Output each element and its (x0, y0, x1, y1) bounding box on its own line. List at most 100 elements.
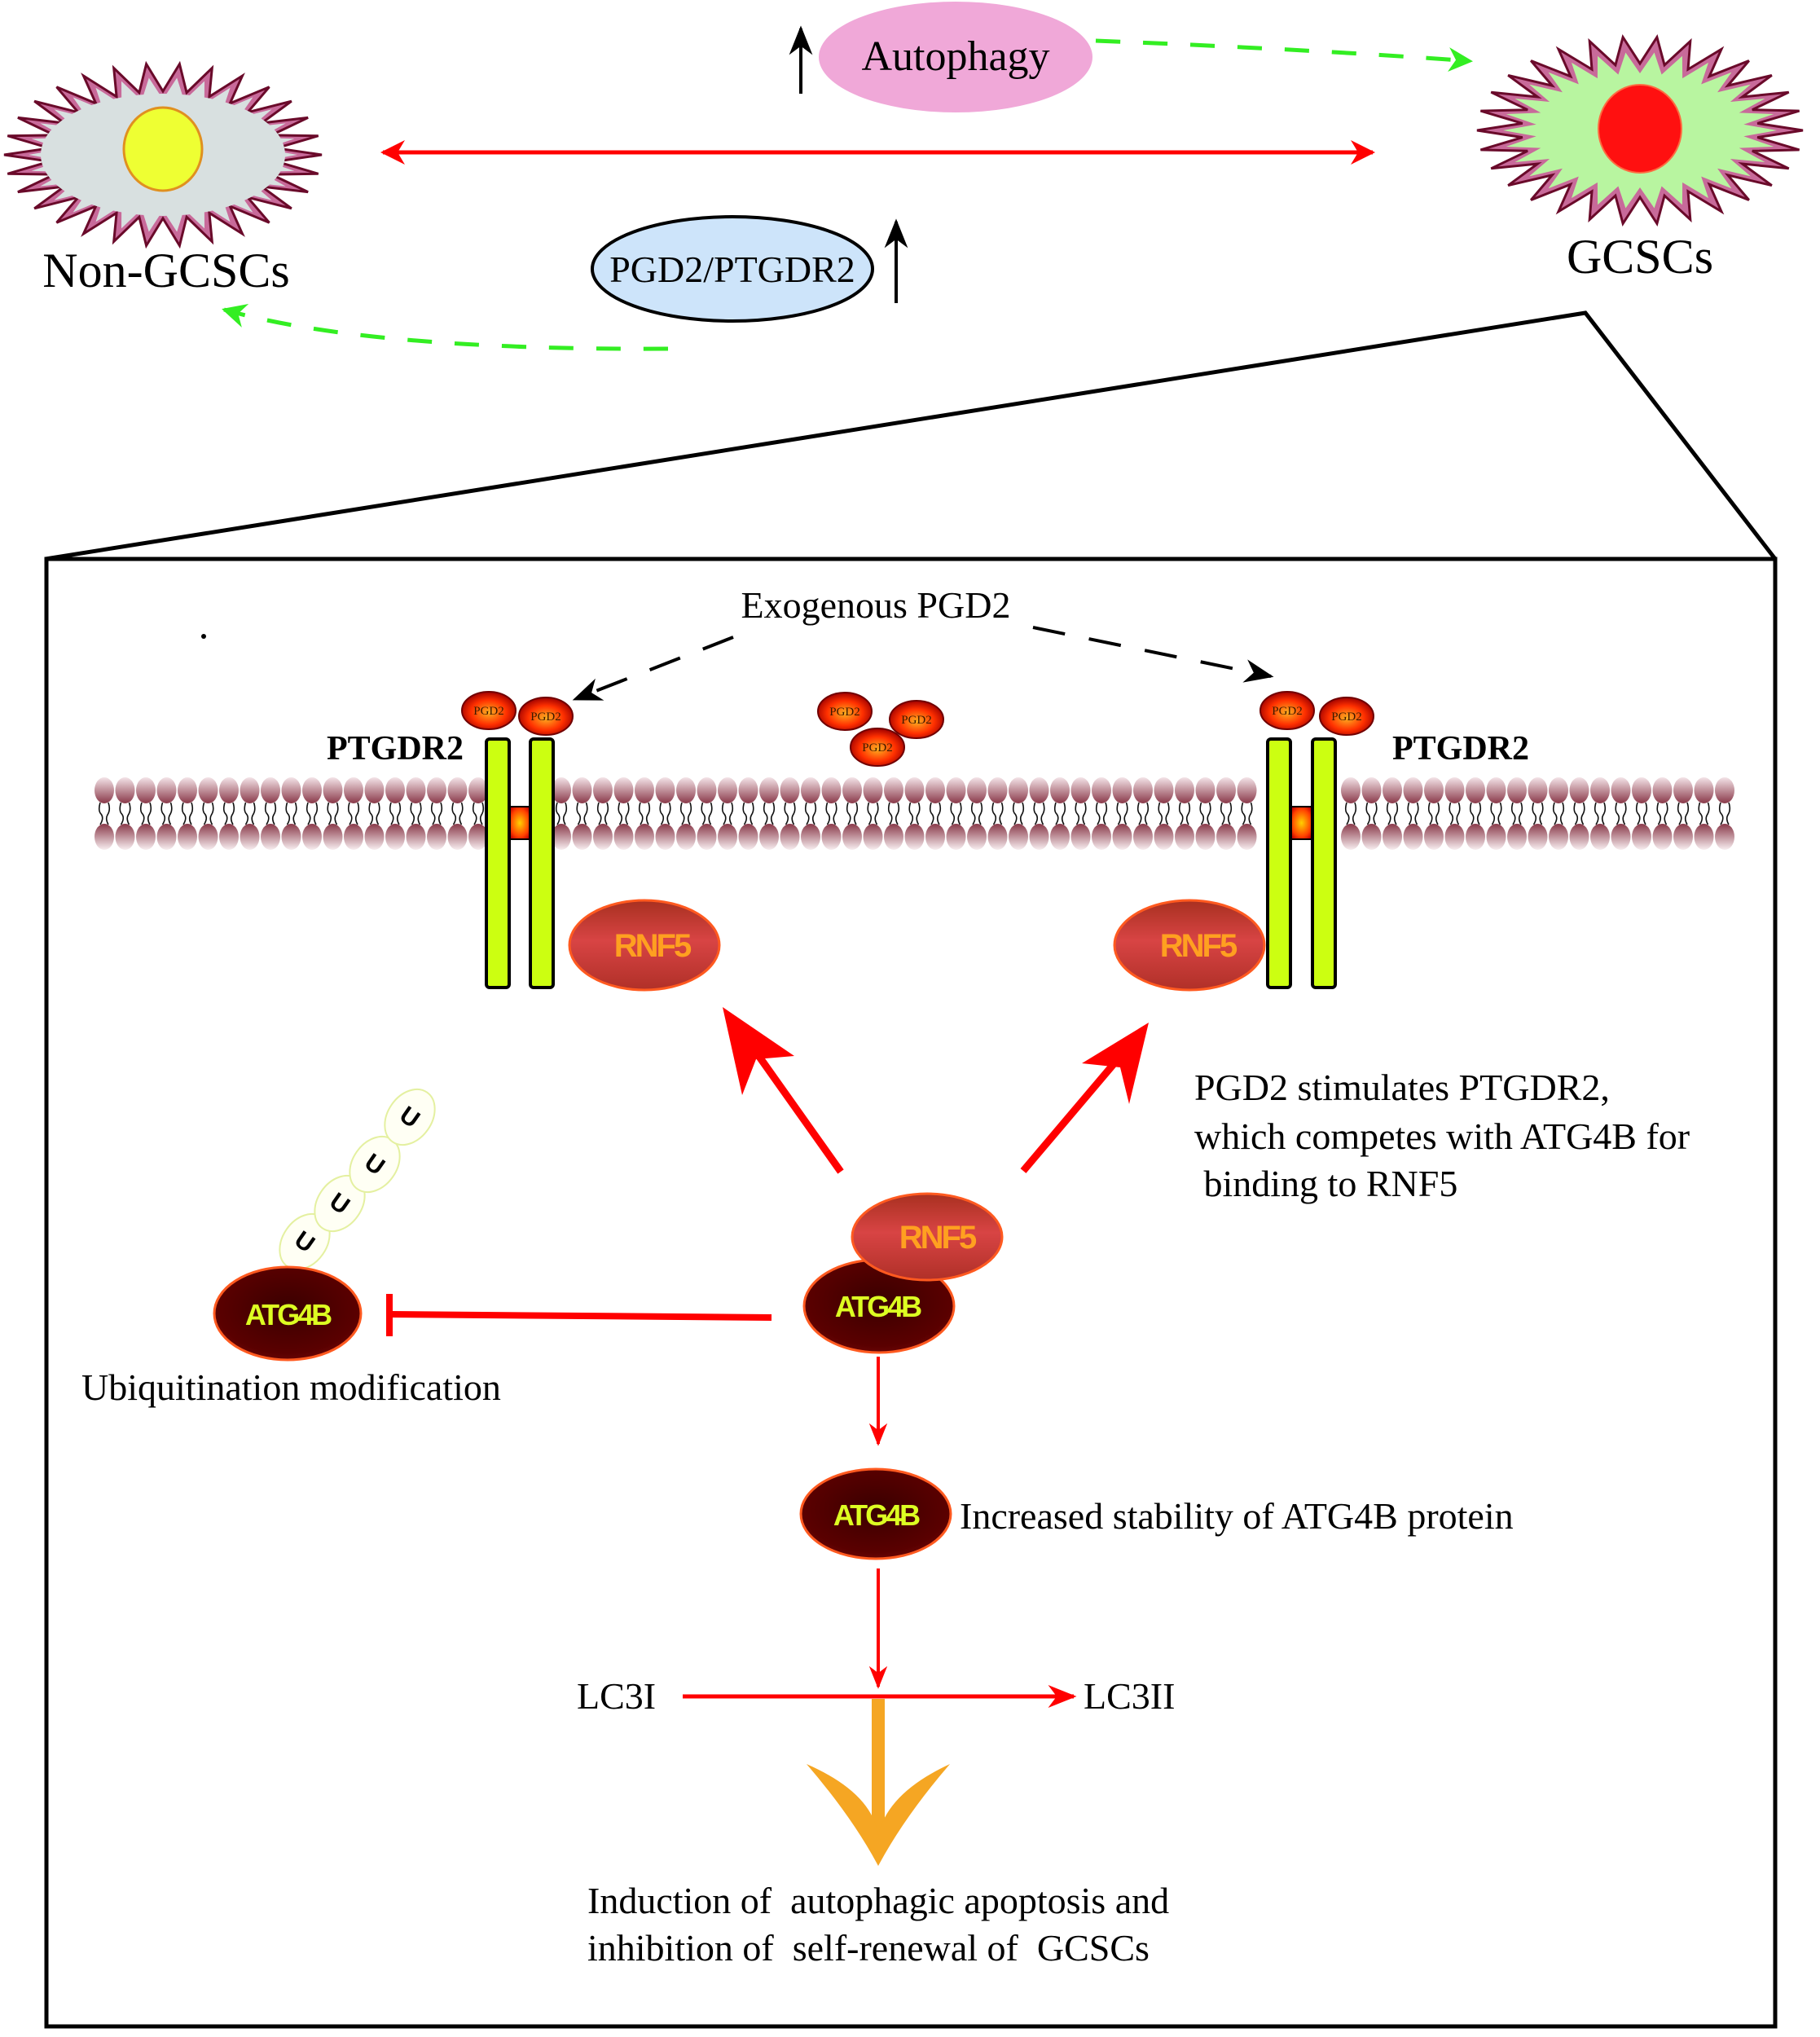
lipid-tail (1449, 802, 1461, 825)
lipid-head-inner (1050, 824, 1070, 850)
lipid-head-outer (1092, 777, 1111, 803)
lipid-tail (1656, 802, 1668, 825)
lipid-tail (160, 802, 173, 825)
lipid-head-inner (468, 824, 488, 850)
lipid-head-outer (635, 777, 654, 803)
lipid-head-outer (219, 777, 239, 803)
lipid-tail (202, 802, 214, 825)
lipid-tail (1615, 802, 1627, 825)
lipid-head-inner (676, 824, 696, 850)
lipid-head-outer (136, 777, 156, 803)
lipid-head-outer (697, 777, 717, 803)
exogenous-right-dashed-arrow (1032, 626, 1274, 683)
pgd2-ligand: PGD2 (461, 691, 517, 730)
lipid-head-inner (1175, 824, 1194, 850)
lipid-head-outer (676, 777, 696, 803)
lipid-head-outer (1029, 777, 1049, 803)
lipid-tail (1552, 802, 1565, 825)
lipid-head-inner (1216, 824, 1236, 850)
gcsc-cell: GCSCs (1476, 33, 1804, 284)
lipid-tail (1407, 802, 1419, 825)
inhibition-line (390, 1311, 772, 1321)
lipid-head-inner (1569, 824, 1589, 850)
ptgdr2-helix (529, 737, 555, 989)
zoom-panel: Exogenous PGD2 PTGDR2 PTGDR2 PGD2 (44, 557, 1778, 2029)
lipid-tail (368, 802, 380, 825)
lipid-head-outer (1466, 777, 1485, 803)
lipid-head-outer (821, 777, 842, 803)
autophagy-to-gcsc-dashed-arrow (1095, 38, 1473, 72)
lipid-head-inner (1009, 824, 1028, 850)
to-right-rnf5-arrow (1020, 1057, 1121, 1173)
lipid-tail (679, 802, 692, 825)
lipid-head-outer (572, 777, 592, 803)
lipid-head-inner (1715, 824, 1734, 850)
lipid-head-inner (738, 824, 758, 850)
lipid-head-outer (240, 777, 260, 803)
lipid-head-outer (1486, 777, 1506, 803)
outcome-text-line-1: Induction of autophagic apoptosis and (587, 1880, 1169, 1921)
lipid-head-outer (884, 777, 903, 803)
lipid-head-inner (780, 824, 800, 850)
ubiquitin-molecule: U (384, 1088, 436, 1146)
lipid-head-outer (1611, 777, 1631, 803)
pgd2-ptgdr2-node: PGD2/PTGDR2 (591, 215, 908, 323)
lipid-tail (596, 802, 609, 825)
lipid-head-inner (1652, 824, 1673, 850)
lipid-tail (929, 802, 942, 825)
lipid-tail (430, 802, 443, 825)
lipid-head-inner (198, 824, 218, 850)
competition-text-line-3: binding to RNF5 (1194, 1163, 1457, 1204)
pgd2-ptgdr2-ellipse (591, 215, 874, 323)
lipid-head-outer (1154, 777, 1174, 803)
lipid-head-outer (95, 777, 114, 803)
lipid-head-inner (718, 824, 737, 850)
lipid-head-outer (1050, 777, 1070, 803)
lipid-head-inner (1632, 824, 1651, 850)
autophagy-ellipse (819, 2, 1092, 112)
lipid-head-inner (1092, 824, 1111, 850)
lipid-head-outer (261, 777, 280, 803)
pgd2-ligand: PGD2 (850, 728, 905, 767)
lipid-tail (825, 802, 837, 825)
lipid-tail (410, 802, 422, 825)
pgd2-ligand: PGD2 (1259, 691, 1315, 730)
lipid-head-inner (156, 824, 177, 850)
lipid-tail (1095, 802, 1108, 825)
lipid-tail (970, 802, 983, 825)
lipid-head-inner (178, 824, 197, 850)
zoom-panel-frame (44, 557, 1778, 2029)
lipid-head-inner (1424, 824, 1444, 850)
lipid-tail (701, 802, 713, 825)
lipid-head-inner (801, 824, 820, 850)
lipid-head-inner (1070, 824, 1091, 850)
lipid-head-inner (406, 824, 426, 850)
lipid-tail (222, 802, 235, 825)
ptgdr2-receptor-right: PTGDR2 (1266, 730, 1529, 989)
autophagy-node: Autophagy (789, 2, 1092, 112)
lipid-tail (1365, 802, 1378, 825)
lipid-tail (1220, 802, 1233, 825)
lipid-tail (306, 802, 319, 825)
lipid-head-inner (987, 824, 1008, 850)
lipid-tail (119, 802, 131, 825)
lipid-head-inner (1361, 824, 1382, 850)
lipid-head-inner (552, 824, 571, 850)
lipid-head-outer (593, 777, 613, 803)
lipid-head-outer (1444, 777, 1465, 803)
ubiquitin-molecule: U (349, 1135, 401, 1194)
lipid-tail (991, 802, 1004, 825)
lipid-head-inner (1466, 824, 1485, 850)
lipid-head-outer (1715, 777, 1734, 803)
pgd2-ligands: PGD2 PGD2 PGD2 PGD2 PGD2 PGD2 (461, 691, 1374, 767)
lipid-tail (1033, 802, 1045, 825)
lipid-head-outer (1216, 777, 1236, 803)
lipid-tail (618, 802, 630, 825)
to-left-rnf5-arrowhead (723, 1007, 794, 1095)
to-right-rnf5-arrowhead (1082, 1023, 1149, 1104)
atg4b-ubiquitinated: ATG4B (213, 1265, 363, 1362)
lipid-head-outer (1175, 777, 1194, 803)
lipid-tail (1677, 802, 1690, 825)
outcome-arrow-shaft (872, 1699, 885, 1837)
